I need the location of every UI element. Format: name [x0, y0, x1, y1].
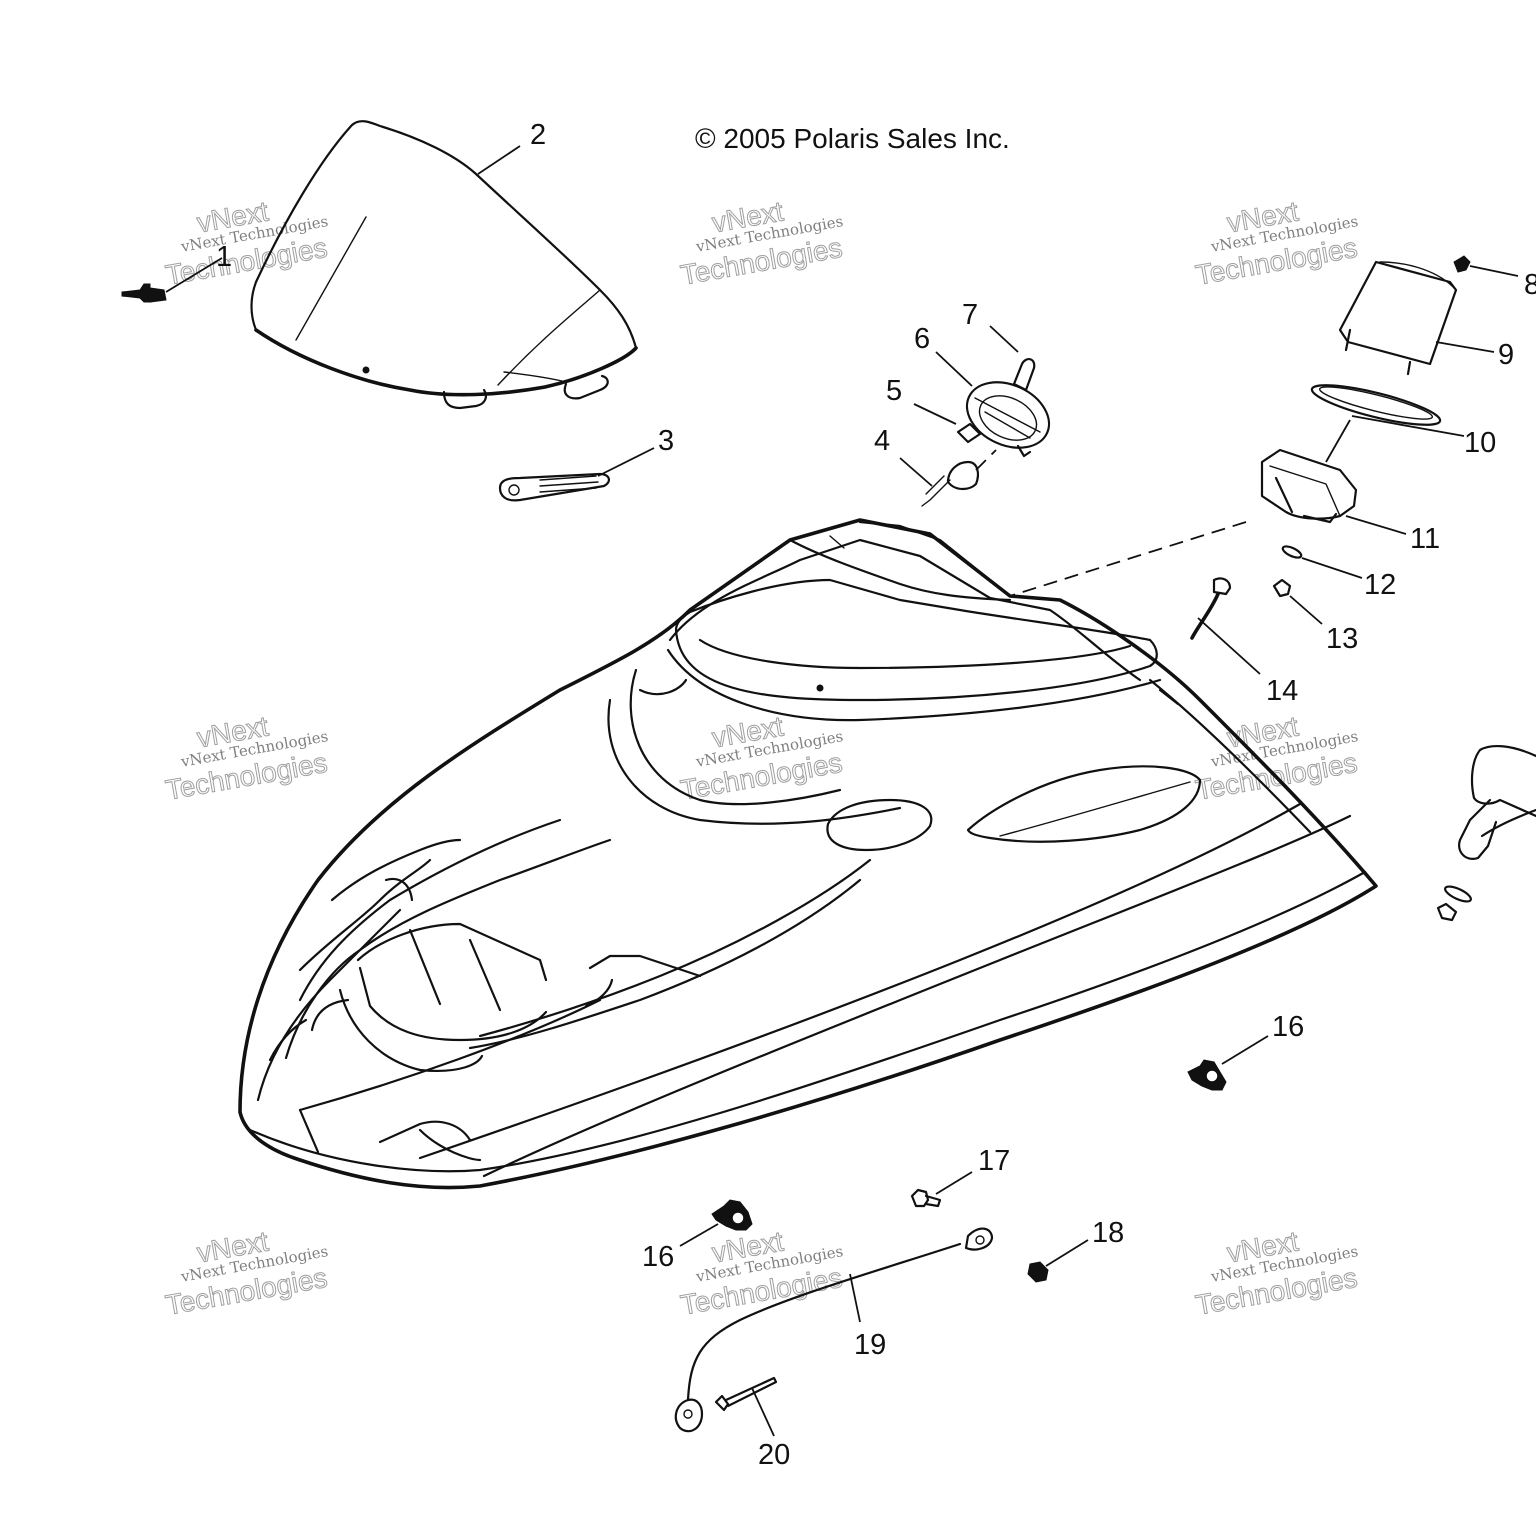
- watermarks: vNext vNext Technologies Technologies vN…: [163, 195, 1360, 1321]
- callout-8: 8: [1524, 269, 1536, 301]
- callout-6: 6: [914, 323, 930, 355]
- callout-14: 14: [1266, 675, 1298, 707]
- callout-5: 5: [886, 375, 902, 407]
- callout-17: 17: [978, 1145, 1010, 1177]
- callout-19: 19: [854, 1329, 886, 1361]
- tether-cable-part: [674, 1227, 994, 1433]
- callout-10: 10: [1464, 427, 1496, 459]
- watermark: vNext vNext Technologies Technologies: [163, 1225, 330, 1321]
- callout-9: 9: [1498, 339, 1514, 371]
- watermark: vNext vNext Technologies Technologies: [1193, 195, 1360, 291]
- gauge-housing-part: [921, 358, 1051, 507]
- clip-part: [711, 1199, 753, 1231]
- rivet-part: [121, 283, 167, 303]
- pin-part: [714, 1376, 778, 1412]
- watermark: vNext vNext Technologies Technologies: [678, 195, 845, 291]
- callout-numbers: 1 2 3 4 5 6 7 8 9 10 11 12 13 14 16 16 1…: [216, 119, 1536, 1471]
- hood-panel-part: [238, 518, 1378, 1190]
- callout-4: 4: [874, 425, 890, 457]
- callout-2: 2: [530, 119, 546, 151]
- watermark: vNext vNext Technologies Technologies: [163, 195, 330, 291]
- watermark: vNext vNext Technologies Technologies: [1193, 710, 1360, 806]
- screw-part: [910, 1188, 942, 1208]
- callout-16-left: 16: [642, 1241, 674, 1273]
- fasteners-part: [1190, 545, 1303, 640]
- strap-part: [498, 472, 610, 502]
- callout-20: 20: [758, 1439, 790, 1471]
- callout-11: 11: [1410, 523, 1440, 555]
- callout-3: 3: [658, 425, 674, 457]
- watermark: vNext vNext Technologies Technologies: [678, 1225, 845, 1321]
- copyright-text: © 2005 Polaris Sales Inc.: [695, 123, 1010, 154]
- callout-12: 12: [1364, 569, 1396, 601]
- clip-part: [1187, 1059, 1227, 1091]
- callout-1: 1: [216, 241, 232, 273]
- nut-part: [1027, 1261, 1049, 1283]
- callout-7: 7: [962, 299, 978, 331]
- watermark: vNext vNext Technologies Technologies: [163, 710, 330, 806]
- callout-18: 18: [1092, 1217, 1124, 1249]
- watermark: vNext vNext Technologies Technologies: [678, 710, 845, 806]
- display-assembly-part: [1009, 255, 1471, 597]
- windshield-part: [250, 120, 638, 410]
- callout-16-right: 16: [1272, 1011, 1304, 1043]
- watermark: vNext vNext Technologies Technologies: [1193, 1225, 1360, 1321]
- leader-lines: [165, 145, 1519, 1437]
- mirror-part: [1436, 744, 1536, 922]
- callout-13: 13: [1326, 623, 1358, 655]
